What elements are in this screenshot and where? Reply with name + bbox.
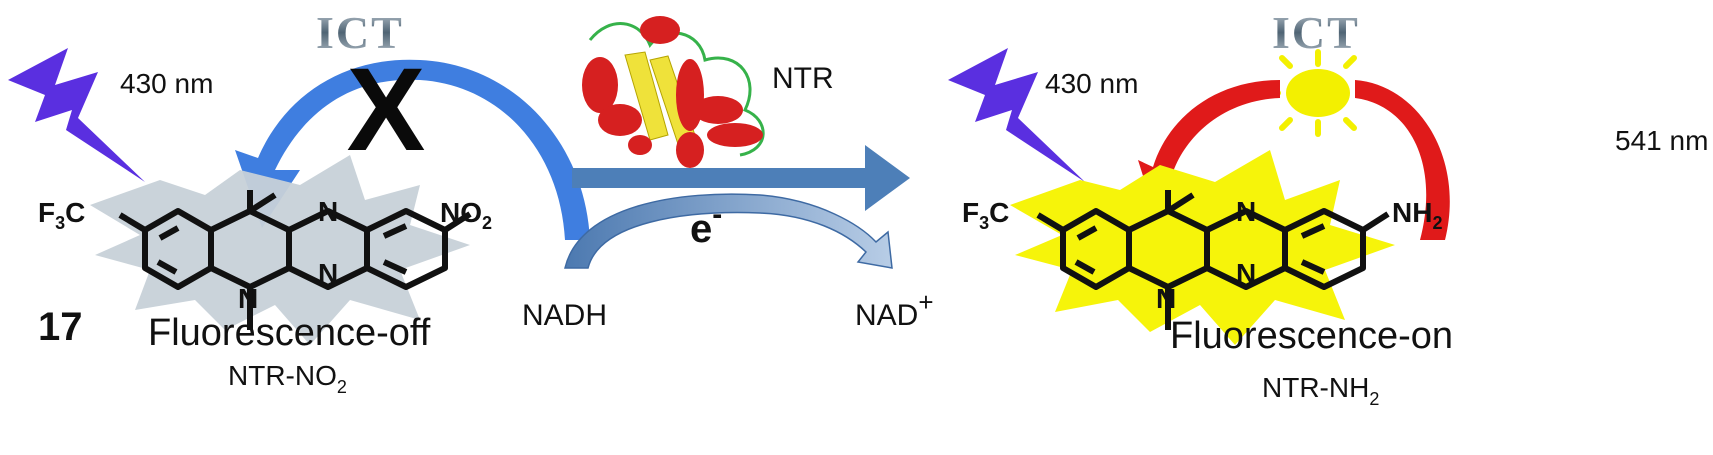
fluorescence-on-glow bbox=[1010, 150, 1395, 345]
cf3-substituent-on: F3C bbox=[962, 197, 1009, 233]
nad-plus-label: NAD+ bbox=[855, 287, 934, 332]
ict-arrow-active bbox=[1355, 80, 1450, 240]
middle-panel: NTR e- NADH NAD+ bbox=[522, 16, 934, 332]
cf3-substituent-off: F3C bbox=[38, 197, 85, 233]
molecule-skeleton-on bbox=[1036, 190, 1390, 330]
molecule-skeleton-off bbox=[118, 190, 472, 330]
fluorescence-on-label: Fluorescence-on bbox=[1170, 315, 1453, 357]
svg-text:N: N bbox=[1236, 258, 1256, 289]
emission-wavelength-label: 541 nm bbox=[1615, 125, 1708, 156]
fluorescence-off-label: Fluorescence-off bbox=[148, 312, 431, 354]
ict-label-right: ICT bbox=[1272, 7, 1360, 58]
nadh-label: NADH bbox=[522, 299, 607, 332]
ict-label: ICT bbox=[316, 7, 404, 58]
protein-loop bbox=[588, 22, 765, 157]
compound-number: 17 bbox=[38, 305, 83, 349]
excitation-wavelength-label: 430 nm bbox=[120, 68, 213, 99]
svg-text:N: N bbox=[318, 258, 338, 289]
excitation-wavelength-label-right: 430 nm bbox=[1045, 68, 1138, 99]
probe-amine-label: NTR-NH2 bbox=[1262, 372, 1379, 409]
fluorescence-off-glow bbox=[90, 155, 470, 345]
ict-arrow-blocked bbox=[235, 59, 590, 240]
right-panel: 430 nm ICT 541 nm bbox=[948, 7, 1708, 409]
lightning-icon-right bbox=[948, 48, 1085, 182]
left-panel: 430 nm ICT X N N N bbox=[8, 7, 590, 397]
sun-icon bbox=[1263, 49, 1373, 137]
ntr-protein-structure bbox=[582, 16, 765, 168]
svg-text:N: N bbox=[238, 283, 258, 314]
no2-substituent: NO2 bbox=[440, 197, 492, 233]
svg-text:N: N bbox=[318, 196, 338, 227]
lightning-icon bbox=[8, 48, 145, 182]
svg-text:N: N bbox=[1156, 283, 1176, 314]
reaction-arrow bbox=[572, 145, 910, 211]
ring-nitrogen-labels-off: N N N bbox=[238, 196, 338, 314]
cofactor-arrow bbox=[564, 193, 893, 269]
svg-text:N: N bbox=[1236, 196, 1256, 227]
enzyme-label: NTR bbox=[772, 62, 834, 95]
probe-nitro-label: NTR-NO2 bbox=[228, 360, 347, 397]
electron-label: e- bbox=[690, 198, 722, 251]
ring-nitrogen-labels-on: N N N bbox=[1156, 196, 1256, 314]
protein-helices bbox=[582, 16, 763, 168]
nh2-substituent: NH2 bbox=[1392, 197, 1442, 233]
blocked-x-mark: X bbox=[347, 44, 426, 176]
